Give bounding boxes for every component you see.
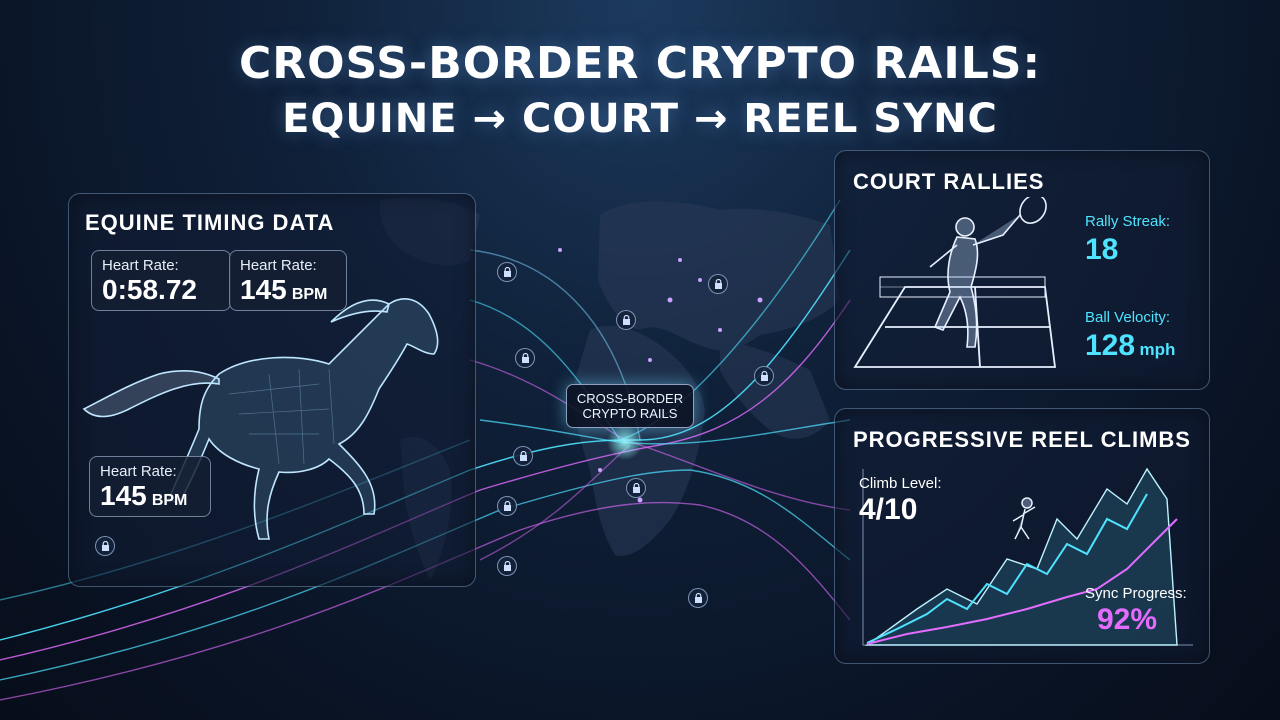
climber-icon	[1012, 497, 1036, 540]
lock-icon	[497, 262, 517, 282]
cyan-climb-line	[866, 493, 1148, 644]
title-line-2: EQUINE → COURT → REEL SYNC	[282, 96, 998, 142]
chip-label: Heart Rate:	[240, 257, 317, 274]
equine-stat-chip: Heart Rate: 0:58.72	[91, 250, 231, 311]
climb-level-label: Climb Level:	[859, 475, 942, 492]
lock-icon	[497, 556, 517, 576]
rally-streak-label: Rally Streak:	[1085, 213, 1171, 230]
chip-unit: BPM	[291, 286, 328, 303]
lock-icon	[626, 478, 646, 498]
lock-node	[616, 310, 636, 330]
magenta-sync-line	[866, 518, 1178, 645]
ball-velocity-value: 128 mph	[1085, 329, 1175, 363]
lock-node	[708, 274, 728, 294]
lock-icon	[497, 496, 517, 516]
equine-stat-chip: Heart Rate: 145 BPM	[89, 456, 211, 517]
progressive-reel-panel: PROGRESSIVE REEL CLIMBS Climb Level: 4/1…	[834, 408, 1210, 664]
tennis-player-icon	[853, 197, 1057, 368]
chip-value: 0:58.72	[102, 274, 197, 305]
equine-timing-panel: EQUINE TIMING DATA Heart Rate: 0:58.72 H…	[68, 193, 476, 587]
chip-value: 145	[240, 274, 287, 305]
crypto-rails-hub: CROSS-BORDER CRYPTO RAILS	[566, 384, 694, 428]
title-line-1: CROSS-BORDER CRYPTO RAILS:	[238, 38, 1042, 89]
lock-icon	[95, 536, 115, 556]
hub-line-1: CROSS-BORDER	[576, 391, 684, 406]
ball-velocity-unit: mph	[1139, 340, 1176, 359]
lock-icon	[688, 588, 708, 608]
reel-panel-title: PROGRESSIVE REEL CLIMBS	[853, 427, 1191, 452]
sync-progress-value: 92%	[1097, 603, 1158, 636]
lock-node	[515, 348, 535, 368]
chip-label: Heart Rate:	[102, 257, 179, 274]
sync-progress-label: Sync Progress:	[1085, 585, 1187, 602]
lock-node	[513, 446, 533, 466]
lock-node	[754, 366, 774, 386]
lock-icon	[513, 446, 533, 466]
court-rallies-panel: COURT RALLIES Rally Streak: 18 Ball Velo…	[834, 150, 1210, 390]
lock-icon	[616, 310, 636, 330]
court-panel-title: COURT RALLIES	[853, 169, 1045, 194]
lock-node	[497, 556, 517, 576]
equine-stat-chip: Heart Rate: 145 BPM	[229, 250, 347, 311]
lock-icon	[754, 366, 774, 386]
climb-level-value: 4/10	[859, 493, 918, 526]
lock-node	[626, 478, 646, 498]
chip-value: 145	[100, 480, 147, 511]
page-title: CROSS-BORDER CRYPTO RAILS: EQUINE → COUR…	[0, 36, 1280, 146]
chip-label: Heart Rate:	[100, 463, 177, 480]
chip-unit: BPM	[151, 492, 188, 509]
city-dots	[558, 248, 763, 503]
lock-node	[497, 262, 517, 282]
hub-line-2: CRYPTO RAILS	[582, 406, 678, 421]
mountain-climb-chart	[862, 467, 1193, 646]
rally-streak-value: 18	[1085, 233, 1119, 266]
lock-node	[497, 496, 517, 516]
galloping-horse-icon	[82, 298, 439, 540]
lock-icon	[515, 348, 535, 368]
ball-velocity-number: 128	[1085, 329, 1136, 362]
lock-node	[688, 588, 708, 608]
ball-velocity-label: Ball Velocity:	[1085, 309, 1171, 326]
lock-icon	[708, 274, 728, 294]
lock-node	[95, 536, 115, 556]
equine-panel-title: EQUINE TIMING DATA	[85, 210, 335, 235]
